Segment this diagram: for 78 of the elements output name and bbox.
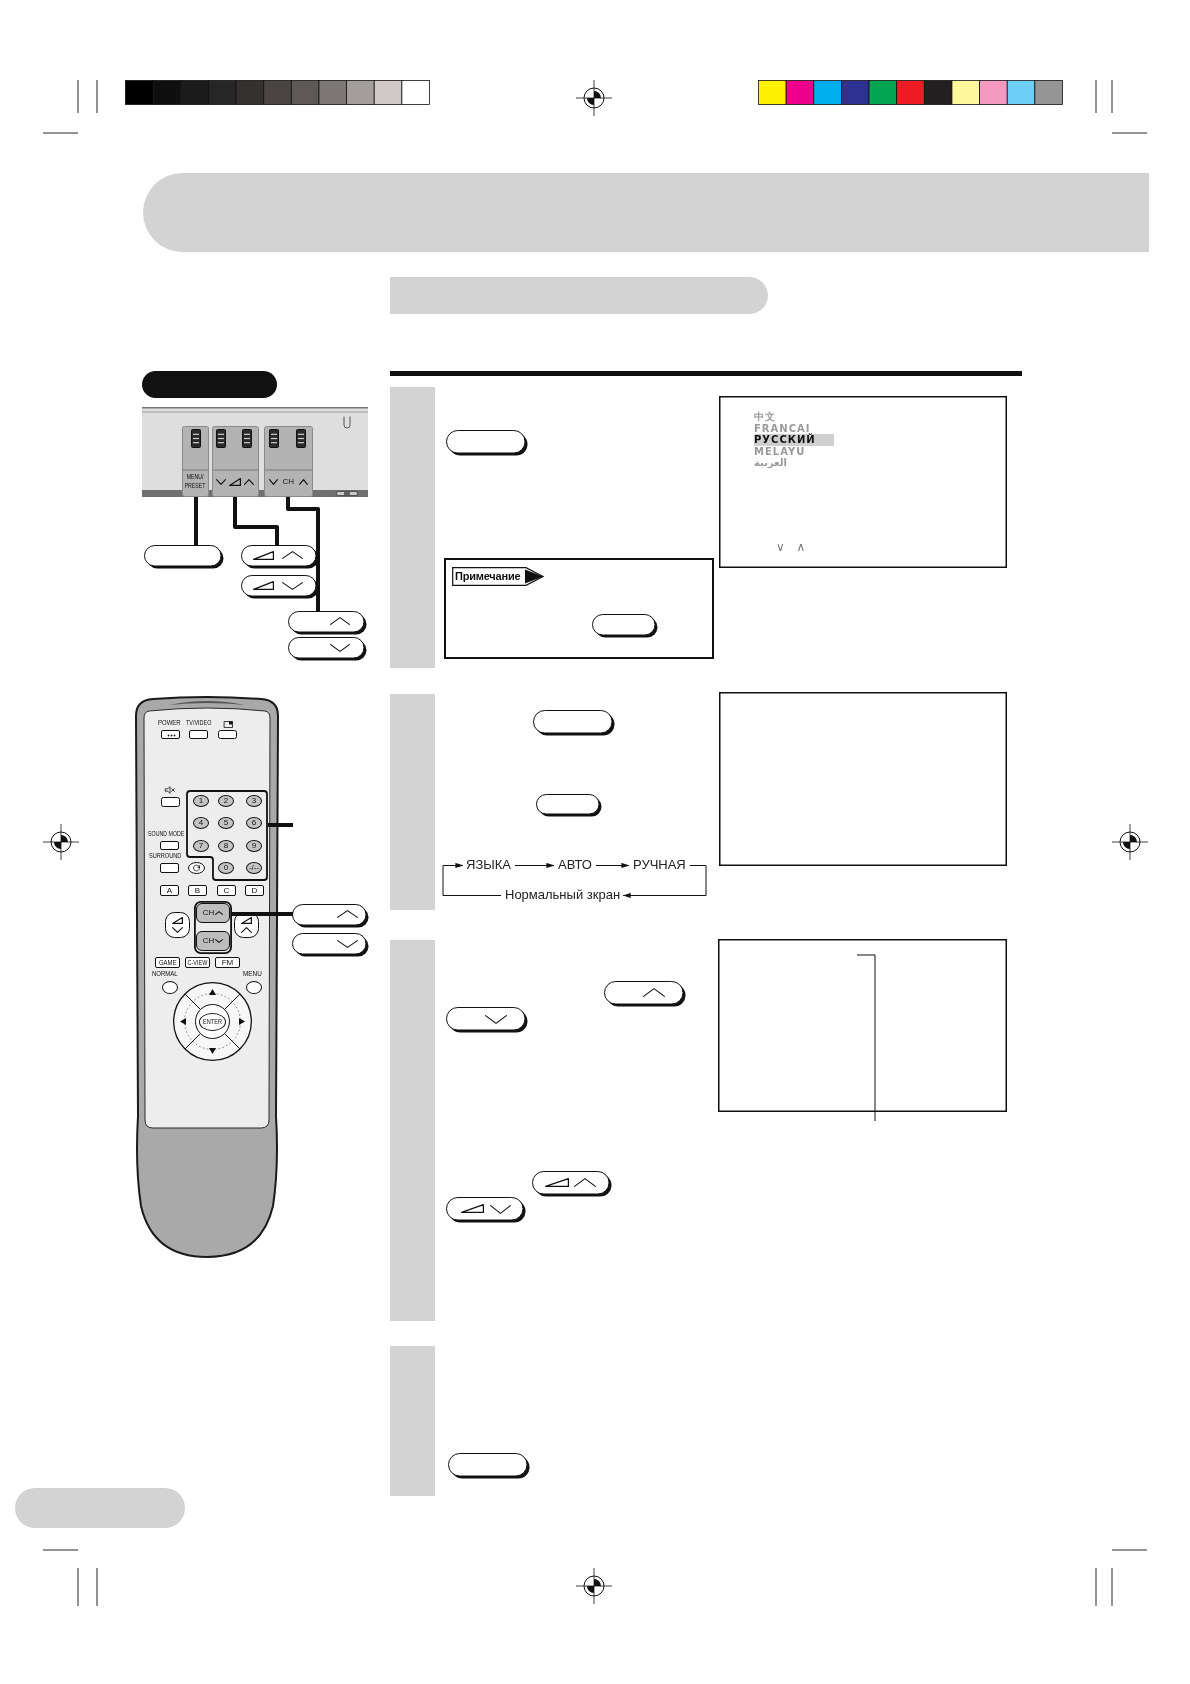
- leader-line: [268, 823, 293, 827]
- flow-arrow: [442, 862, 502, 896]
- button-symbol: [241, 545, 319, 569]
- step-bar: [390, 387, 435, 668]
- letter-key: C: [217, 885, 236, 896]
- key-label: SURROUND: [149, 852, 182, 860]
- language-option: MELAYU: [754, 445, 806, 457]
- button-symbol: [448, 1453, 530, 1479]
- flow-label: АВТО: [558, 858, 592, 873]
- flow-arrow: [622, 865, 707, 899]
- key-label: MENU/ PRESET: [184, 473, 207, 490]
- channel-key-group: [194, 901, 232, 954]
- language-option: العربية: [754, 457, 787, 469]
- volume-key: [165, 912, 190, 938]
- tv-screen: [718, 939, 1007, 1112]
- navigation-hint: ∨ ∧: [776, 541, 810, 554]
- step-bar: [390, 694, 435, 910]
- key-label: NORMAL: [152, 970, 178, 978]
- tv-screen: [719, 396, 1007, 568]
- flow-label: Нормальный зкран: [505, 888, 621, 903]
- language-option: FRANCAI: [754, 422, 811, 434]
- front-panel: [142, 407, 368, 497]
- button-symbol: [533, 710, 615, 736]
- keypad-outline: [186, 790, 268, 881]
- step-bar: [390, 940, 435, 1321]
- leader-line: [194, 497, 198, 545]
- key-label: TV/VIDEO: [186, 719, 212, 727]
- flow-arrow: [595, 862, 630, 869]
- note-box: [444, 558, 714, 659]
- function-key: GAME: [155, 957, 180, 968]
- leader-line: [233, 497, 279, 545]
- button-symbol: [532, 1171, 612, 1197]
- channel-key: CH: [196, 931, 230, 951]
- button-symbol: [144, 545, 224, 569]
- title-band: [143, 173, 1149, 252]
- key-label: POWER: [158, 719, 181, 727]
- letter-key: B: [188, 885, 207, 896]
- subtitle-band: [390, 277, 768, 314]
- button-section: [212, 426, 259, 497]
- language-option: 中文: [754, 411, 776, 423]
- flow-label: РУЧНАЯ: [633, 858, 686, 873]
- letter-key: A: [160, 885, 179, 896]
- selected-language-option: РУССКИЙ: [754, 434, 834, 446]
- button-symbol: [446, 1197, 526, 1223]
- remote-key: [161, 797, 180, 807]
- button-symbol: [292, 904, 369, 928]
- tv-screen: [719, 692, 1007, 866]
- button-symbol: [241, 575, 319, 599]
- page-number-tab: [15, 1488, 185, 1528]
- remote-key: [218, 730, 237, 739]
- key-label: SOUND MODE: [148, 830, 185, 838]
- note-tag: Примечание: [452, 567, 544, 586]
- button-symbol: [446, 430, 528, 456]
- leader-line: [286, 497, 320, 611]
- key-label: MENU: [243, 970, 262, 978]
- section-tab: [142, 371, 277, 398]
- navigation-pad: [173, 982, 252, 1061]
- function-key: FM: [215, 957, 240, 968]
- letter-key: D: [245, 885, 264, 896]
- button-symbol: [604, 981, 686, 1007]
- leader-line: [232, 912, 293, 916]
- flow-label: ЯЗЫКА: [466, 858, 511, 873]
- key-label: CH: [282, 477, 295, 486]
- channel-key: CH: [196, 903, 230, 923]
- button-symbol: [446, 1007, 528, 1033]
- button-symbol: [536, 794, 602, 817]
- button-symbol: [288, 611, 367, 635]
- remote-key: [188, 862, 205, 874]
- button-symbol: [288, 637, 367, 661]
- button-symbol: [592, 614, 658, 638]
- leader-line: [856, 954, 876, 1122]
- remote-control: [133, 696, 281, 1259]
- step-bar: [390, 1346, 435, 1496]
- button-section: [264, 426, 313, 497]
- button-symbol: [292, 933, 369, 957]
- function-key: C-VIEW: [185, 957, 210, 968]
- flow-arrow: [514, 862, 555, 869]
- button-section: [182, 426, 209, 497]
